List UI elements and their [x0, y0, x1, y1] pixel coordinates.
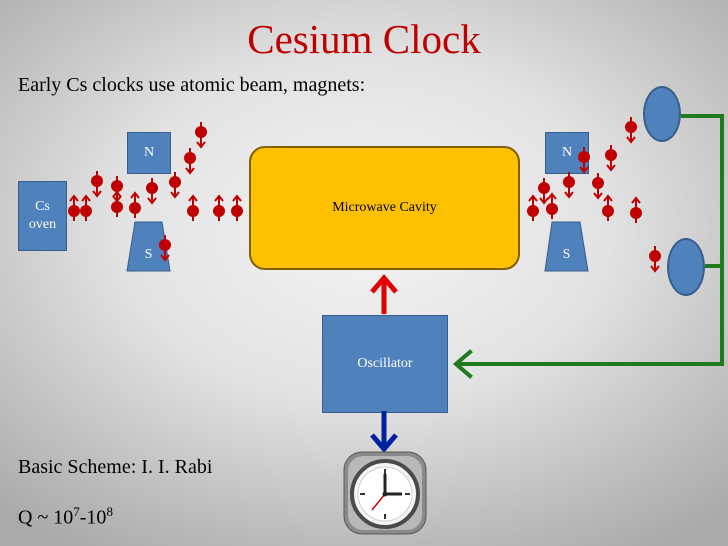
- atom-spin-arrowhead: [112, 195, 122, 203]
- atom-spin-arrowhead: [626, 136, 636, 144]
- left-magnet-n: N: [127, 132, 171, 174]
- atom-spin-arrowhead: [579, 166, 589, 174]
- atom-spin-arrowhead: [81, 194, 91, 202]
- microwave-cavity: Microwave Cavity: [249, 146, 520, 270]
- atom-spin-arrowhead: [92, 190, 102, 198]
- right-magnet-s-label: S: [562, 247, 571, 262]
- right-magnet-s: S: [545, 240, 588, 270]
- q-exp1: 7: [73, 504, 80, 519]
- feedback-line: [452, 114, 724, 379]
- atom-spin-arrowhead: [528, 194, 538, 202]
- cs-oven-label: Cs oven: [28, 199, 57, 232]
- slide-subtitle: Early Cs clocks use atomic beam, magnets…: [18, 74, 366, 96]
- left-magnet-s: S: [127, 240, 170, 270]
- slide-title: Cesium Clock: [247, 16, 481, 62]
- atom-spin-arrowhead: [606, 164, 616, 172]
- atom-spin-arrowhead: [130, 191, 140, 199]
- atom-spin-arrowhead: [593, 192, 603, 200]
- oscillator-label: Oscillator: [357, 356, 413, 371]
- basic-scheme-text: Basic Scheme: I. I. Rabi: [18, 456, 213, 478]
- atom-spin-arrowhead: [232, 194, 242, 202]
- atom-spin-arrowhead: [603, 194, 613, 202]
- q-prefix: Q ~ 10: [18, 506, 74, 529]
- left-magnet-s-label: S: [144, 247, 153, 262]
- atom-spin-arrowhead: [196, 141, 206, 149]
- detector-lower: [667, 238, 705, 296]
- q-factor-text: Q ~ 107-108: [18, 504, 113, 530]
- detector-upper: [643, 86, 681, 142]
- q-exp2: 8: [106, 504, 113, 519]
- left-magnet-n-label: N: [143, 145, 155, 160]
- atom-spin-arrowhead: [564, 191, 574, 199]
- atom-beam: [68, 117, 661, 273]
- atom-spin-arrowhead: [147, 197, 157, 205]
- oscillator-to-clock-arrow: [370, 411, 398, 453]
- cs-oven-box: Cs oven: [18, 181, 67, 251]
- atom-spin-arrowhead: [160, 254, 170, 262]
- atom-spin-arrowhead: [188, 194, 198, 202]
- atom-spin-arrowhead: [170, 191, 180, 199]
- q-mid: -10: [79, 506, 107, 529]
- oscillator-box: Oscillator: [322, 315, 448, 413]
- right-magnet-n-label: N: [561, 145, 573, 160]
- microwave-cavity-label: Microwave Cavity: [332, 200, 437, 215]
- atom-spin-arrowhead: [539, 197, 549, 205]
- atom-spin-arrowhead: [650, 265, 660, 273]
- atom-spin-arrowhead: [631, 196, 641, 204]
- atom-spin-arrowhead: [185, 167, 195, 175]
- oscillator-to-cavity-arrow: [370, 274, 398, 314]
- atom-spin-arrowhead: [214, 194, 224, 202]
- right-magnet-n: N: [545, 132, 589, 174]
- clock-icon: [343, 451, 427, 535]
- atom-spin-arrowhead: [547, 192, 557, 200]
- atom-spin-arrowhead: [69, 194, 79, 202]
